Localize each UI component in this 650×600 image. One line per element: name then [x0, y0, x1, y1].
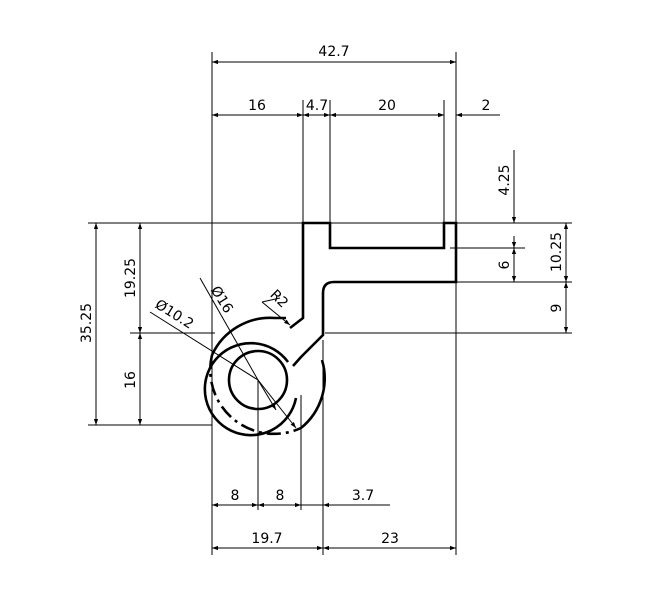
- profile-inner-arc: [203, 341, 298, 437]
- dim-right-total: 10.25: [549, 232, 565, 272]
- dim-top-slot: 20: [378, 98, 396, 114]
- extension-lines: [88, 52, 572, 555]
- dim-radius: R2: [267, 287, 291, 311]
- dim-bottom-a: 8: [231, 488, 240, 504]
- dim-diameter-large: Ø16: [207, 283, 236, 316]
- dim-bottom-b: 8: [276, 488, 285, 504]
- dim-right-upper: 4.25: [497, 164, 513, 195]
- dim-left-upper: 19.25: [123, 258, 139, 298]
- dimension-lines: [93, 59, 569, 551]
- profile-right-arc: [300, 359, 326, 430]
- dim-top-slot-wall: 4.7: [306, 98, 328, 114]
- dim-bottom-c: 3.7: [352, 488, 374, 504]
- dim-right-lower: 9: [549, 304, 565, 313]
- dim-right-mid: 6: [497, 260, 513, 269]
- dim-top-right: 2: [482, 98, 491, 114]
- hidden-outer-arc: [208, 354, 302, 436]
- profile-top-u-channel: [289, 221, 458, 367]
- dim-left-lower: 16: [123, 371, 139, 389]
- dim-bottom-width-left: 19.7: [251, 531, 282, 547]
- profile-upper-arc: [210, 316, 286, 356]
- dim-left-overall: 35.25: [79, 303, 95, 343]
- part-outline: [203, 221, 458, 437]
- dim-bottom-width-right: 23: [381, 531, 399, 547]
- dim-top-left: 16: [248, 98, 266, 114]
- dim-top-overall: 42.7: [318, 44, 349, 60]
